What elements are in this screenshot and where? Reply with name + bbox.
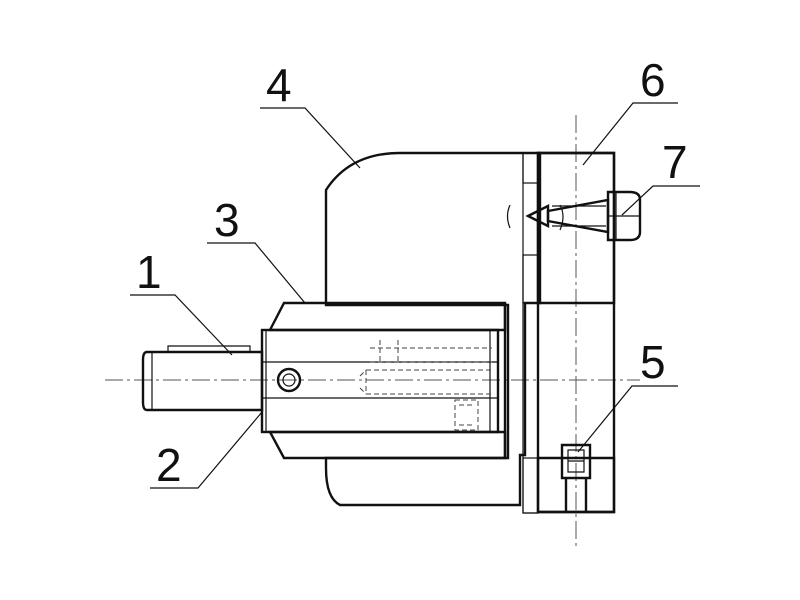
gap-strip-hatch-mid [522, 254, 539, 304]
pin-hole-outer [276, 367, 302, 393]
hidden-bore-upper [370, 340, 492, 363]
leader-line-6 [582, 102, 678, 166]
leader-line-7 [621, 185, 700, 216]
label-2: 2 [156, 439, 182, 491]
label-3: 3 [214, 194, 240, 246]
cone-screw-part-7 [546, 198, 610, 234]
gap-strip-hatch-bottom [522, 457, 539, 514]
socket-screw-part-5 [560, 443, 592, 480]
gap-strip-hatch-top [522, 152, 539, 184]
hidden-bore-center [359, 369, 492, 395]
label-6: 6 [640, 54, 666, 106]
hidden-screw-lower [454, 399, 479, 431]
label-1: 1 [136, 246, 162, 298]
label-7: 7 [662, 136, 688, 188]
leader-line-4 [260, 107, 361, 169]
socket-screw-shank [564, 478, 588, 512]
sleeve-part-3-bottom [267, 430, 507, 460]
screw-head [606, 190, 642, 242]
shaft-part-1 [141, 350, 264, 412]
cone-screw-tip [525, 204, 550, 228]
leader-line-3 [207, 242, 306, 304]
shaft-key [167, 345, 251, 352]
sleeve-part-3-top [268, 301, 507, 332]
holder-part-2 [260, 328, 500, 434]
housing-part-4 [324, 151, 542, 507]
leader-line-5 [577, 385, 678, 453]
leader-line-1 [130, 294, 233, 356]
label-4: 4 [266, 59, 292, 111]
socket-screw-hex [567, 449, 585, 473]
screw-hole-in-housing [506, 204, 564, 231]
label-5: 5 [640, 336, 666, 388]
leader-line-2 [150, 411, 263, 489]
pin-hole-inner [282, 373, 296, 387]
